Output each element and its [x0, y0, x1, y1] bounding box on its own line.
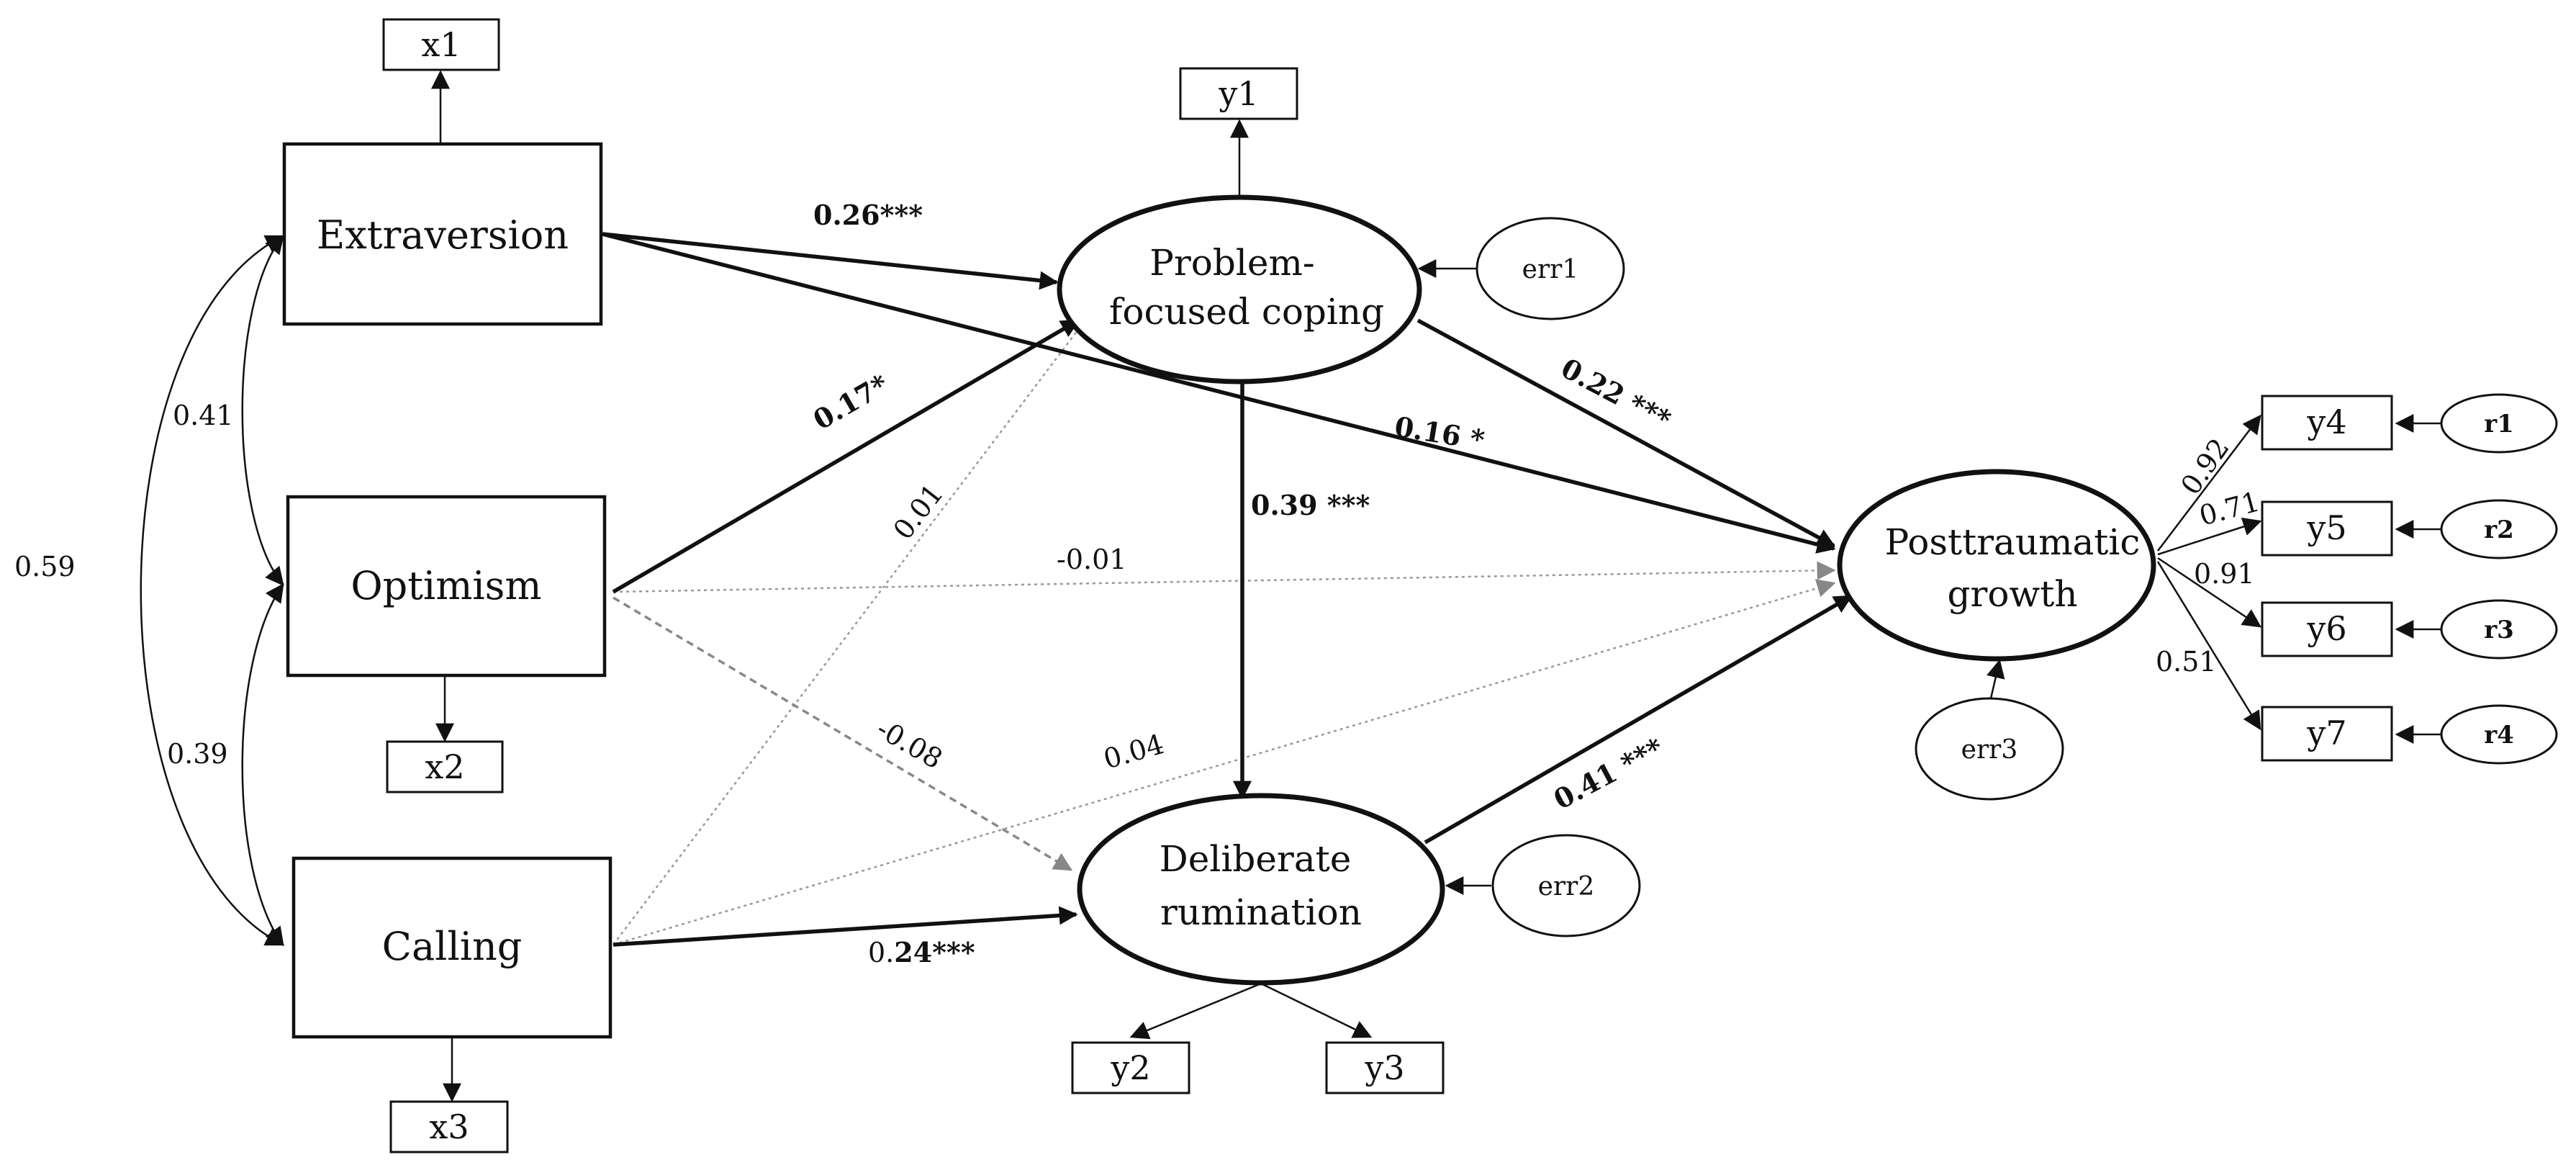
path-calling-coping [613, 299, 1101, 945]
svg-text:err1: err1 [1522, 255, 1579, 284]
svg-text:Problem-: Problem- [1149, 242, 1315, 284]
coef-calling-growth: 0.04 [1100, 728, 1167, 775]
corr-arc-extraversion-optimism [241, 234, 284, 587]
path-calling-rumination [613, 906, 1078, 947]
coef-extraversion-growth: 0.16 * [1393, 410, 1487, 456]
svg-text:y7: y7 [2306, 714, 2346, 752]
path-calling-growth [613, 579, 1836, 946]
indicator-y1: y1 [1179, 67, 1298, 120]
arrow-growth-y6 [2157, 557, 2262, 628]
coef-optimism-coping: 0.17* [808, 368, 894, 436]
svg-text:Deliberate: Deliberate [1160, 838, 1352, 880]
indicator-y4: y4 [2261, 395, 2393, 451]
node-optimism: Optimism [286, 495, 607, 678]
svg-text:y5: y5 [2306, 508, 2346, 547]
indicator-y2: y2 [1071, 1041, 1190, 1094]
corr-arc-optimism-calling [241, 582, 284, 947]
path-coping-growth [1416, 318, 1836, 548]
latent-deliberate-rumination: Deliberate rumination [1077, 793, 1445, 986]
node-calling: Calling [292, 856, 613, 1039]
indicator-y5: y5 [2261, 500, 2393, 557]
arrow-err3-growth [1987, 659, 2005, 699]
coef-calling-coping: 0.01 [887, 478, 949, 546]
loading-y7: 0.51 [2156, 646, 2217, 678]
coef-coping-rumination: 0.39 *** [1251, 489, 1370, 521]
node-calling-label: Calling [382, 924, 523, 969]
svg-text:x2: x2 [425, 747, 464, 786]
svg-text:rumination: rumination [1160, 891, 1362, 933]
node-extraversion-label: Extraversion [317, 212, 569, 258]
coef-optimism-growth: -0.01 [1057, 544, 1126, 575]
indicator-x3: x3 [389, 1100, 509, 1153]
svg-text:y6: y6 [2306, 609, 2346, 648]
error-r1: r1 [2440, 393, 2558, 454]
coef-calling-rumination: 0.24*** [868, 936, 975, 968]
error-r4: r4 [2440, 704, 2558, 765]
coef-optimism-rumination: -0.08 [872, 713, 948, 775]
arrow-growth-y7 [2156, 561, 2261, 731]
error-err2: err2 [1491, 834, 1641, 937]
node-optimism-label: Optimism [351, 563, 541, 608]
path-rumination-growth [1424, 594, 1853, 845]
svg-text:r4: r4 [2484, 721, 2514, 750]
path-extraversion-growth [602, 232, 1836, 554]
loading-y6: 0.91 [2194, 558, 2255, 590]
loading-y4: 0.92 [2174, 433, 2236, 501]
svg-text:r2: r2 [2484, 516, 2514, 544]
coef-rumination-growth: 0.41 *** [1548, 732, 1668, 816]
svg-text:y3: y3 [1364, 1048, 1404, 1087]
svg-text:x1: x1 [421, 25, 461, 64]
indicator-x2: x2 [386, 740, 504, 793]
svg-text:r3: r3 [2484, 616, 2514, 644]
svg-text:y4: y4 [2306, 402, 2346, 441]
indicator-y6: y6 [2261, 601, 2393, 657]
latent-posttraumatic-growth: Posttraumatic growth [1837, 469, 2156, 662]
svg-text:x3: x3 [429, 1107, 469, 1146]
corr-label-extraversion-calling: 0.59 [14, 551, 76, 582]
coef-extraversion-coping: 0.26*** [813, 199, 923, 231]
error-r3: r3 [2440, 599, 2558, 660]
arrow-growth-y5 [2157, 517, 2262, 556]
arrow-rumination-y3 [1260, 982, 1373, 1038]
svg-text:err2: err2 [1538, 872, 1595, 901]
svg-text:Posttraumatic: Posttraumatic [1885, 521, 2141, 563]
arrow-growth-y4 [2157, 414, 2261, 552]
indicator-y7: y7 [2261, 706, 2393, 762]
node-extraversion: Extraversion [282, 142, 603, 326]
svg-text:focused coping: focused coping [1109, 291, 1384, 333]
error-r2: r2 [2440, 499, 2558, 559]
svg-text:r1: r1 [2484, 410, 2514, 438]
indicator-y3: y3 [1325, 1041, 1445, 1094]
svg-text:err3: err3 [1961, 735, 2018, 765]
svg-text:growth: growth [1947, 573, 2077, 615]
path-optimism-growth [613, 561, 1836, 593]
arrow-rumination-y2 [1129, 982, 1262, 1040]
path-extraversion-coping [602, 232, 1059, 290]
svg-text:y1: y1 [1218, 74, 1258, 113]
latent-problem-focused-coping: Problem- focused coping [1057, 194, 1422, 384]
corr-arc-extraversion-calling [140, 235, 285, 946]
coef-coping-growth: 0.22 *** [1556, 351, 1676, 436]
indicator-x1: x1 [382, 18, 500, 71]
path-optimism-coping [612, 318, 1080, 594]
corr-label-optimism-calling: 0.39 [167, 738, 228, 770]
error-err3: err3 [1915, 697, 2064, 801]
error-err1: err1 [1475, 217, 1625, 320]
path-optimism-rumination [613, 596, 1073, 871]
svg-text:y2: y2 [1110, 1048, 1150, 1087]
corr-label-extraversion-optimism: 0.41 [173, 400, 234, 431]
